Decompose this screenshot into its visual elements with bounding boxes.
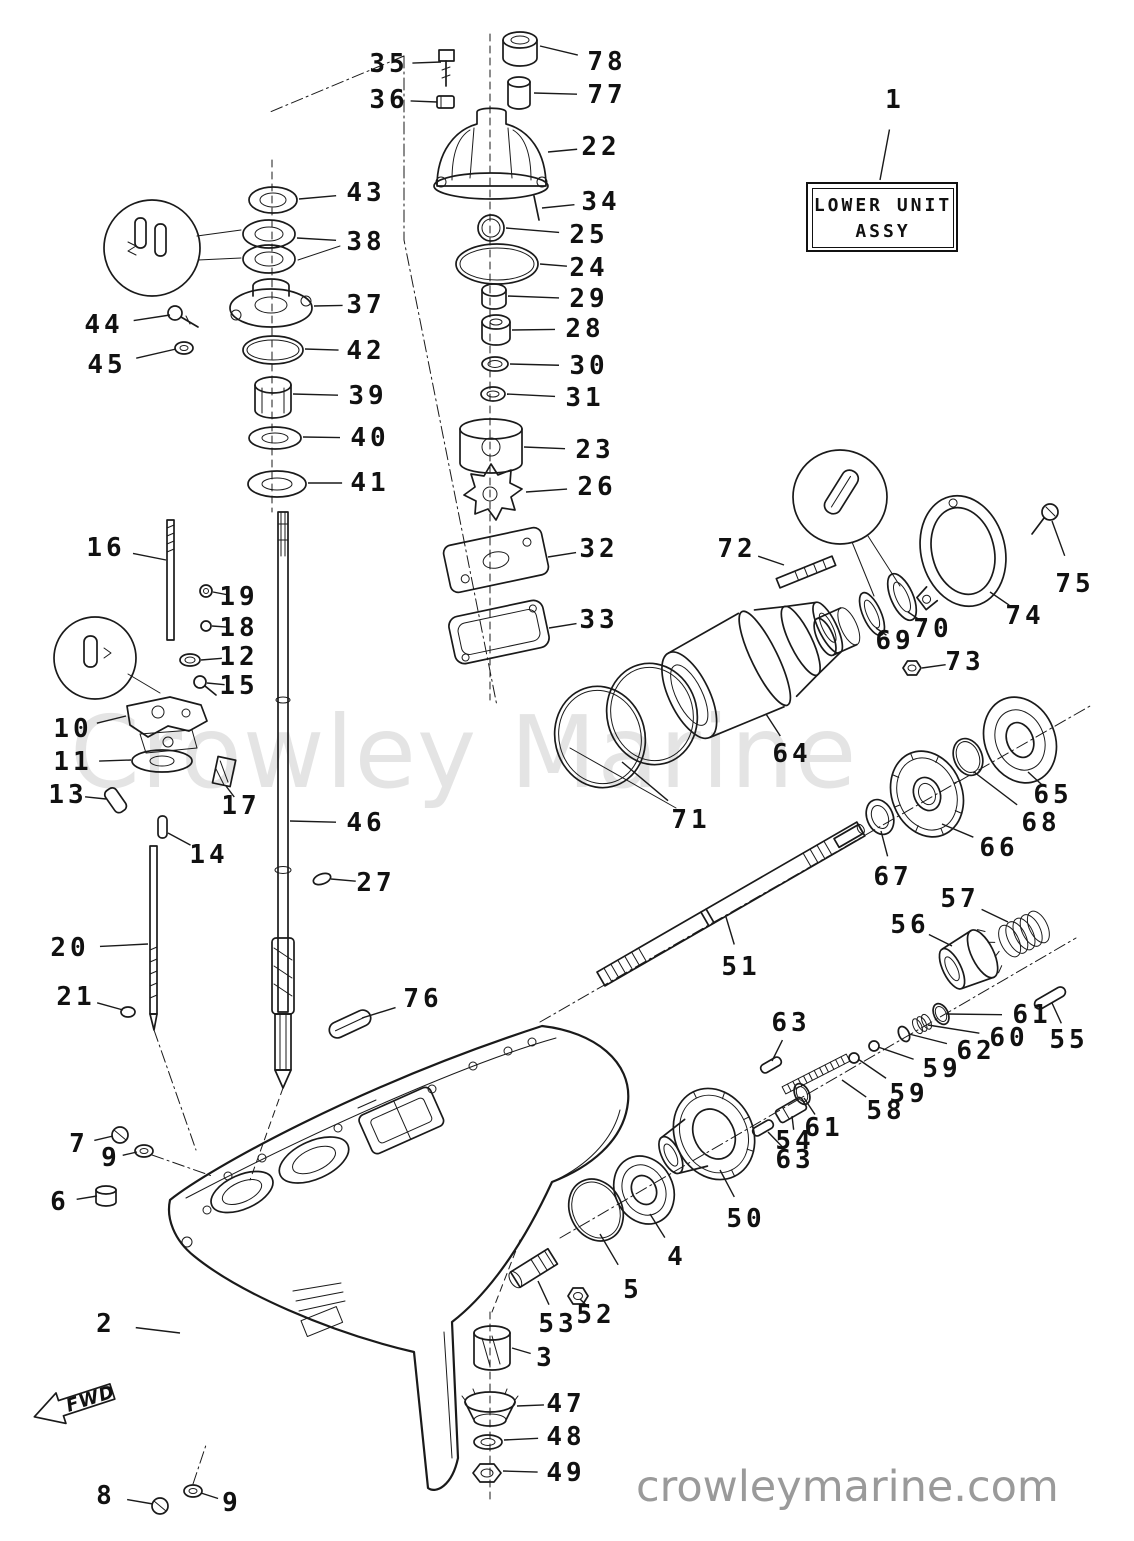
- case-hardware: [95, 1126, 203, 1515]
- forward-gear-and-pinion: [461, 1087, 756, 1483]
- assembly-title-line1: LOWER UNIT: [813, 194, 953, 216]
- fwd-label: FWD: [64, 1381, 118, 1416]
- shift-rod-assembly: [53, 519, 237, 1031]
- leader-lines: [76, 45, 1066, 1505]
- site-watermark: crowleymarine.com: [636, 1462, 1059, 1512]
- assembly-title-box-inner: LOWER UNIT ASSY: [812, 188, 954, 248]
- propeller-shaft: [596, 821, 866, 987]
- watermark-text: Crowley Marine: [70, 694, 858, 811]
- driveshaft: [271, 511, 372, 1089]
- fwd-direction-arrow: FWD: [33, 1381, 118, 1425]
- clutch-and-spring-cluster: [751, 910, 1067, 1137]
- assembly-title-box: LOWER UNIT ASSY: [806, 182, 958, 252]
- water-pump-assembly: [433, 31, 550, 665]
- driveshaft-seal-stack: [103, 186, 341, 498]
- gear-case-housing: [168, 1024, 630, 1491]
- bearing-carrier-assembly: [553, 449, 1059, 838]
- assembly-title-line2: ASSY: [855, 220, 911, 242]
